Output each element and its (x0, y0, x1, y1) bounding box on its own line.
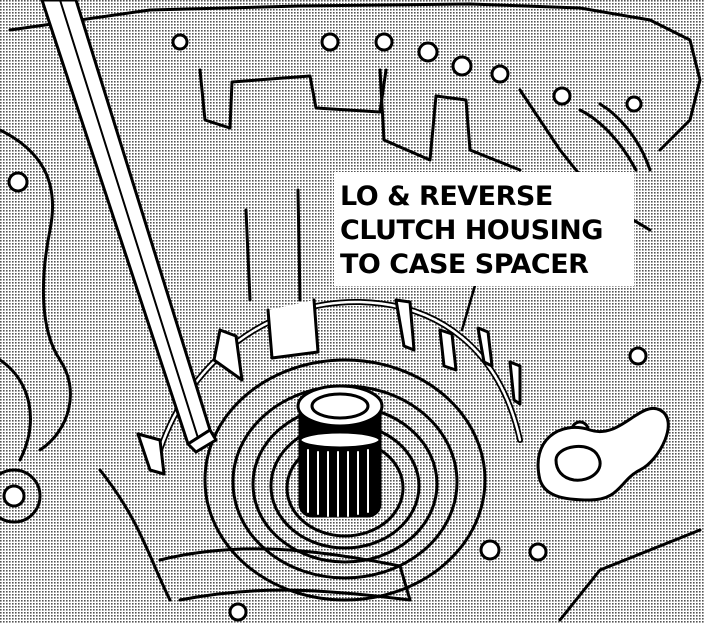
case-right-lug-slot (554, 444, 602, 482)
callout-line-1: LO & REVERSE (340, 181, 553, 212)
shaft-splines (296, 384, 384, 518)
case-lower-flange (158, 547, 412, 602)
case-rib-upper (198, 68, 388, 130)
case-left-boss (0, 468, 42, 524)
case-web-line (244, 208, 252, 302)
callout-label: LO & REVERSE CLUTCH HOUSING TO CASE SPAC… (334, 172, 634, 286)
case-rib-right-2 (578, 108, 638, 172)
case-left-contour-2 (0, 358, 32, 462)
case-outline (8, 2, 702, 152)
case-bolt-holes (7, 32, 648, 622)
case-lower-right (558, 528, 702, 622)
case-rib-right-3 (598, 102, 652, 172)
callout-line-2: CLUTCH HOUSING (340, 215, 603, 246)
callout-line-3: TO CASE SPACER (340, 249, 589, 280)
spacer-tabs (136, 298, 522, 476)
case-lower-contour (98, 468, 172, 602)
case-web-line (296, 188, 302, 302)
case-right-lug (536, 406, 670, 502)
callout-leader-line (460, 280, 478, 332)
case-left-contour (0, 128, 72, 452)
case-rib-upper-2 (378, 68, 522, 172)
pry-tool (40, 0, 218, 454)
